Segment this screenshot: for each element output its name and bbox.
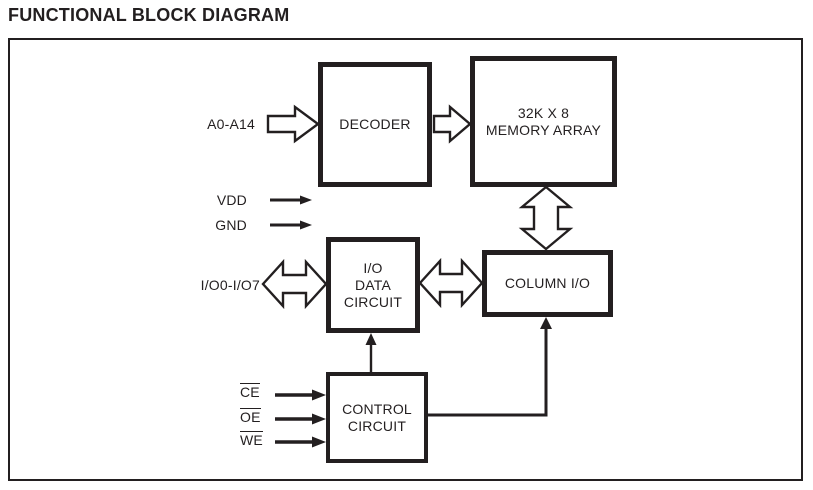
gnd-label: GND — [215, 217, 247, 233]
output-enable-text: OE — [240, 408, 261, 425]
memory-array-label-line1: 32K X 8 — [517, 104, 570, 121]
column-io-block: COLUMN I/O — [482, 250, 613, 317]
write-enable-text: WE — [240, 431, 263, 448]
memory-array-label-line2: MEMORY ARRAY — [485, 121, 602, 138]
chip-enable-text: CE — [240, 383, 260, 400]
decoder-block: DECODER — [318, 62, 432, 187]
control-circuit-block: CONTROL CIRCUIT — [326, 372, 428, 463]
io-data-circuit-block: I/O DATA CIRCUIT — [326, 237, 420, 333]
vdd-label: VDD — [216, 192, 247, 208]
memory-array-block: 32K X 8 MEMORY ARRAY — [470, 56, 617, 187]
chip-enable-label: CE — [240, 383, 264, 400]
io-data-circuit-label-line1: I/O — [363, 259, 383, 276]
output-enable-label: OE — [240, 408, 264, 425]
address-bus-label: A0-A14 — [207, 116, 255, 132]
io-bus-label: I/O0-I/O7 — [200, 277, 260, 293]
page-title: FUNCTIONAL BLOCK DIAGRAM — [8, 5, 290, 25]
decoder-label: DECODER — [339, 116, 411, 132]
control-circuit-label-line1: CONTROL — [342, 400, 412, 417]
io-data-circuit-label-line3: CIRCUIT — [343, 293, 403, 310]
io-data-circuit-label-line2: DATA — [354, 276, 392, 293]
write-enable-label: WE — [240, 431, 268, 448]
column-io-label: COLUMN I/O — [504, 275, 591, 291]
control-circuit-label-line2: CIRCUIT — [347, 417, 407, 434]
